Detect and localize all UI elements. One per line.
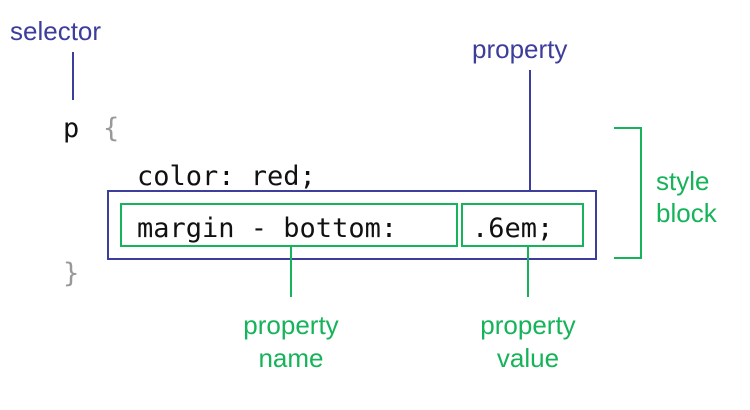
property-value-label-line1: property [480,310,575,340]
property-name-box [120,203,458,247]
property-label: property [472,34,567,64]
code-selector: p [63,113,79,144]
code-declaration-color: color: red; [137,161,316,192]
style-block-label-line1: style [656,166,709,196]
property-value-label-line2: value [497,343,559,373]
code-property-value: .6em; [472,213,553,244]
style-block-bracket [614,127,642,259]
selector-label: selector [10,16,101,46]
property-value-box [461,203,584,247]
code-property-name: margin - bottom: [137,213,397,244]
code-open-brace: { [103,113,119,144]
declaration-box [107,190,597,260]
style-block-label-line2: block [656,198,718,228]
property-name-label-line2: name [258,343,323,373]
property-name-label-line1: property [243,310,338,340]
code-close-brace: } [63,258,79,289]
